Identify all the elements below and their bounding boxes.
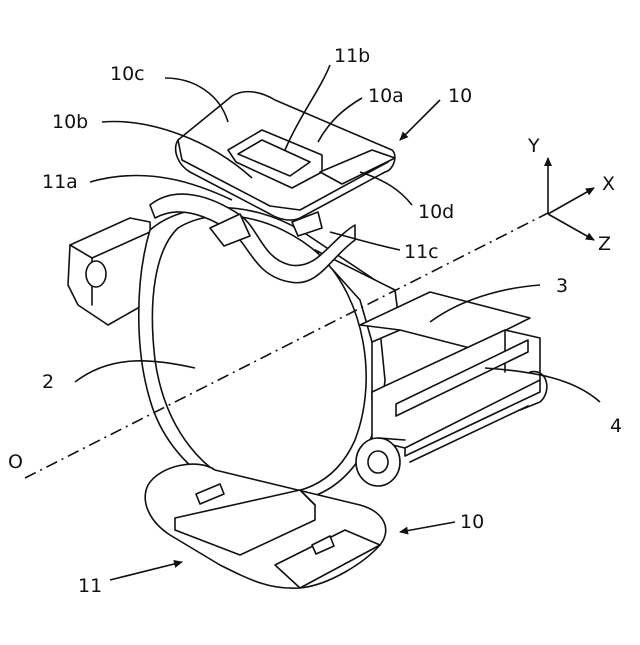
label-11c: 11c	[404, 241, 439, 263]
axis-label-z: Z	[598, 233, 611, 255]
label-10-top: 10	[448, 85, 472, 107]
label-10d: 10d	[418, 201, 454, 223]
label-O: O	[8, 451, 23, 473]
label-10-bottom: 10	[460, 511, 484, 533]
label-10a: 10a	[368, 85, 404, 107]
coordinate-axes: Y X Z	[527, 135, 615, 255]
mounting-hole	[86, 261, 106, 287]
label-10c: 10c	[110, 63, 145, 85]
label-2: 2	[42, 371, 54, 393]
label-11b: 11b	[334, 45, 370, 67]
z-axis-arrow	[548, 214, 594, 240]
label-4: 4	[610, 415, 622, 437]
label-10b: 10b	[52, 111, 88, 133]
label-3: 3	[556, 275, 568, 297]
x-axis-arrow	[548, 188, 594, 214]
axis-label-x: X	[602, 173, 615, 195]
side-rail-4	[356, 330, 547, 486]
label-11a: 11a	[42, 171, 78, 193]
bottom-clip-10	[145, 464, 385, 588]
label-11: 11	[78, 575, 102, 597]
axis-label-y: Y	[527, 135, 540, 157]
